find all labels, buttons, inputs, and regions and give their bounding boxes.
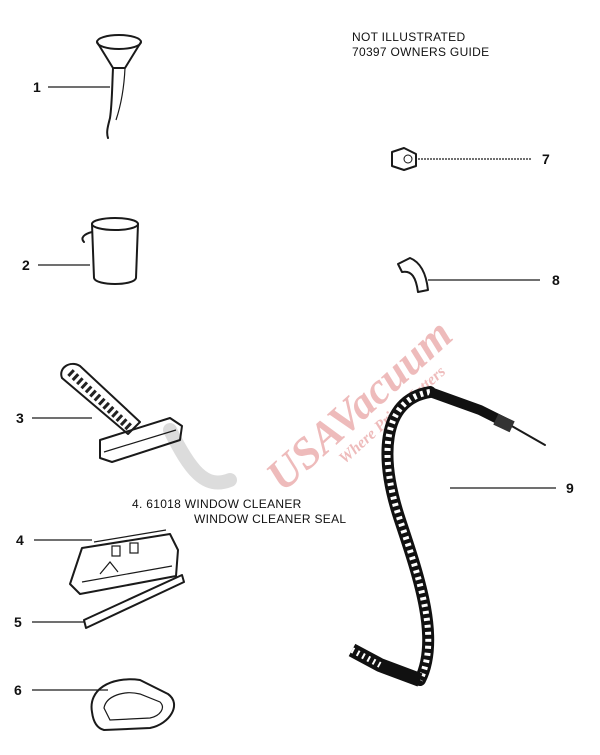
part-5-window-cleaner-seal bbox=[83, 574, 185, 629]
not-illustrated-note: NOT ILLUSTRATED 70397 OWNERS GUIDE bbox=[352, 30, 489, 60]
callout-6: 6 bbox=[14, 682, 22, 698]
callout-9: 9 bbox=[566, 480, 574, 496]
watermark: USAVacuum Where Price Matters bbox=[163, 309, 462, 500]
callout-3: 3 bbox=[16, 410, 24, 426]
callout-1: 1 bbox=[33, 79, 41, 95]
window-cleaner-line2: WINDOW CLEANER SEAL bbox=[194, 512, 347, 526]
part-4-window-cleaner bbox=[69, 529, 179, 595]
not-illustrated-line2: 70397 OWNERS GUIDE bbox=[352, 45, 490, 59]
window-cleaner-line1: 4. 61018 WINDOW CLEANER bbox=[132, 497, 302, 511]
watermark-brand: USAVacuum bbox=[257, 309, 462, 500]
part-2-cup bbox=[81, 217, 139, 285]
part-3-upholstery-tool bbox=[60, 362, 183, 463]
part-1-funnel bbox=[96, 34, 142, 139]
part-8-elbow bbox=[397, 257, 429, 293]
callout-7: 7 bbox=[542, 151, 550, 167]
part-6-crevice-tool bbox=[90, 678, 175, 731]
callout-2: 2 bbox=[22, 257, 30, 273]
part-7-nozzle bbox=[391, 147, 417, 171]
window-cleaner-note: 4. 61018 WINDOW CLEANER WINDOW CLEANER S… bbox=[132, 497, 346, 527]
not-illustrated-line1: NOT ILLUSTRATED bbox=[352, 30, 466, 44]
watermark-swoosh-icon bbox=[163, 423, 237, 490]
callout-4: 4 bbox=[16, 532, 24, 548]
part-9-hose bbox=[348, 386, 546, 687]
callout-8: 8 bbox=[552, 272, 560, 288]
callout-5: 5 bbox=[14, 614, 22, 630]
